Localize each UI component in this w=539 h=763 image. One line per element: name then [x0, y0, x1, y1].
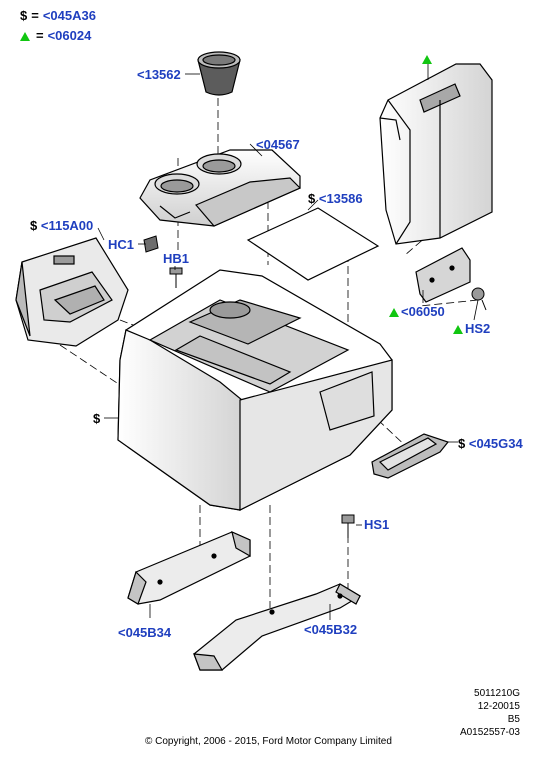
callout-right-bracket[interactable]: <045B32 — [304, 622, 358, 637]
reference-line-1: 5011210G — [474, 688, 520, 699]
dollar-marker: $ — [458, 436, 466, 451]
dollar-meaning: <045A36 — [42, 8, 96, 23]
legend-triangle-row: =<06024 — [20, 28, 91, 43]
callout-hc1[interactable]: HC1 — [108, 237, 135, 252]
callout-console[interactable]: $ — [93, 411, 100, 426]
green-triangle-icon — [20, 32, 30, 41]
reference-block: 5011210G 12-20015 B5 A0152557-03 — [460, 687, 520, 739]
tray-part — [371, 433, 450, 479]
callout-leader-lines — [97, 64, 479, 620]
callout-hb1[interactable]: HB1 — [163, 251, 190, 266]
callout-bin-panel[interactable]: $ <115A00 — [30, 218, 93, 233]
reference-line-2: 12-20015 — [477, 701, 520, 712]
legend-dollar-row: $=<045A36 — [20, 8, 96, 23]
triangle-meaning: <06024 — [47, 28, 92, 43]
callout-lid-triangle[interactable] — [422, 51, 434, 66]
reference-line-4: A0152557-03 — [459, 727, 520, 738]
equals-sign: = — [36, 28, 44, 43]
callout-hs2-text: HS2 — [465, 321, 491, 336]
callout-tray[interactable]: $ <045G34 — [458, 436, 523, 451]
callout-cup-holder-panel[interactable]: <04567 — [256, 137, 300, 152]
hs2-screw-part — [471, 287, 487, 311]
copyright-notice: © Copyright, 2006 - 2015, Ford Motor Com… — [145, 736, 392, 747]
dollar-marker: $ — [308, 191, 316, 206]
dollar-marker: $ — [93, 411, 101, 426]
green-triangle-icon — [453, 325, 463, 334]
right-bracket-part — [193, 583, 362, 671]
callout-cup-insert[interactable]: <13562 — [137, 67, 181, 82]
hb1-bolt-part — [169, 267, 183, 288]
green-triangle-icon — [422, 55, 432, 64]
hs1-screw-part — [341, 514, 355, 538]
callout-hs1[interactable]: HS1 — [364, 517, 390, 532]
armrest-lid-part — [379, 63, 493, 245]
hinge-part — [415, 247, 471, 303]
mat-part — [246, 207, 380, 281]
callout-bin-panel-text: <115A00 — [40, 218, 94, 233]
hc1-clip-part — [143, 235, 159, 253]
dollar-marker: $ — [30, 218, 38, 233]
callout-hinge-text: <06050 — [401, 304, 445, 319]
left-bracket-part — [127, 530, 251, 605]
callout-mat[interactable]: $ <13586 — [308, 191, 363, 206]
callout-hs2[interactable]: HS2 — [453, 321, 490, 336]
callout-mat-text: <13586 — [318, 191, 363, 206]
cup-insert-part — [197, 51, 241, 96]
callout-left-bracket[interactable]: <045B34 — [118, 625, 172, 640]
cup-holder-panel-part — [139, 149, 302, 227]
storage-bin-panel-part — [15, 237, 129, 347]
callout-tray-text: <045G34 — [468, 436, 523, 451]
equals-sign: = — [31, 8, 39, 23]
callout-hinge[interactable]: <06050 — [389, 304, 445, 319]
console-body-part — [117, 269, 393, 511]
dollar-symbol: $ — [20, 8, 28, 23]
reference-line-3: B5 — [507, 714, 520, 725]
green-triangle-icon — [389, 308, 399, 317]
